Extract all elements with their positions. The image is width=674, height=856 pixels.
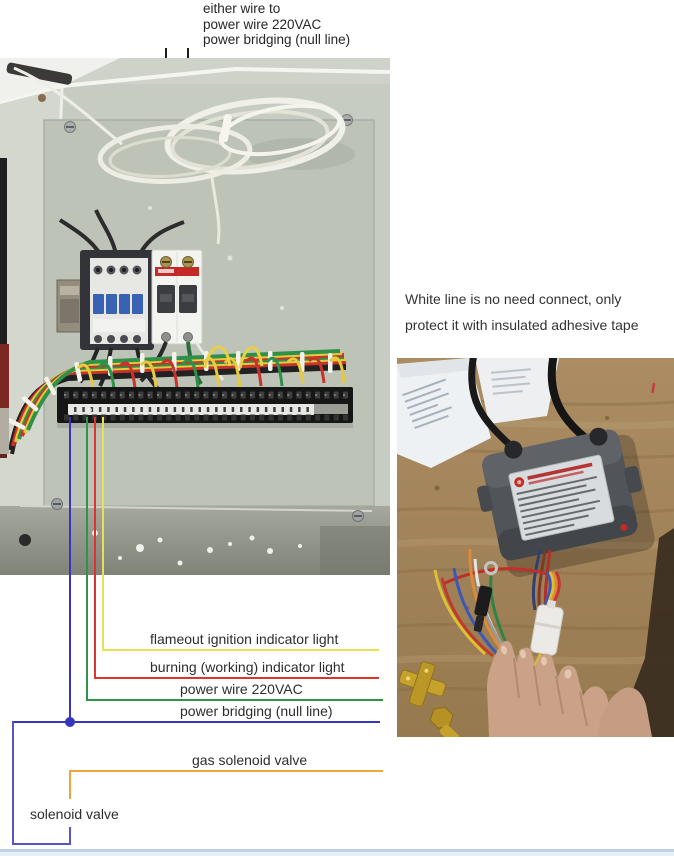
bottom-rule-fill: [0, 852, 674, 856]
red-wire-horizontal: [94, 677, 379, 679]
panel-photo: [0, 58, 390, 575]
hand: [487, 640, 652, 737]
igniter-box: [477, 427, 655, 577]
orange-wire-vertical: [69, 770, 71, 799]
label-flameout-indicator: flameout ignition indicator light: [150, 631, 339, 647]
label-power-wire: power wire 220VAC: [180, 681, 303, 697]
label-null-line: power bridging (null line): [180, 703, 333, 719]
yellow-wire-vertical: [102, 417, 104, 651]
side-note-text: White line is no need connect, only prot…: [405, 286, 638, 338]
top-annotation-line-3: power bridging (null line): [203, 32, 351, 47]
blue-wire-vertical: [69, 417, 71, 723]
brass-fittings: [398, 661, 460, 737]
side-note-line-2: protect it with insulated adhesive tape: [405, 317, 639, 333]
red-wire-vertical: [94, 417, 96, 679]
top-annotation-line-1: either wire to: [203, 1, 281, 16]
paint-chips: [88, 206, 302, 566]
label-solenoid-valve: solenoid valve: [30, 806, 119, 822]
top-annotation-line-2: power wire 220VAC: [203, 16, 322, 32]
terminal-drop-wires: [76, 345, 346, 391]
solenoid-wire-left-drop: [12, 721, 14, 845]
top-annotation-text: either wire to power wire 220VAC power b…: [203, 1, 350, 48]
yellow-wire-horizontal: [102, 649, 379, 651]
label-gas-solenoid-valve: gas solenoid valve: [192, 752, 308, 768]
igniter-photo-art: [397, 358, 674, 737]
circuit-breaker: [139, 249, 225, 385]
solenoid-wire-bottom: [12, 843, 71, 845]
bottom-rule: [0, 849, 674, 852]
green-wire-horizontal: [86, 699, 383, 701]
panel-photo-art: [0, 58, 390, 575]
solenoid-wire-riser: [69, 827, 71, 845]
igniter-photo: [397, 358, 674, 737]
orange-wire-horizontal: [69, 770, 383, 772]
white-wire-coil: [13, 66, 355, 245]
green-wire-vertical: [86, 417, 88, 701]
papers: [397, 358, 559, 468]
blue-wire-horizontal: [12, 721, 380, 723]
side-note-line-1: White line is no need connect, only: [405, 291, 622, 307]
label-burning-indicator: burning (working) indicator light: [150, 659, 345, 675]
contactor: [56, 209, 185, 391]
terminal-strip: [0, 344, 353, 454]
blue-junction-dot: [65, 717, 75, 727]
